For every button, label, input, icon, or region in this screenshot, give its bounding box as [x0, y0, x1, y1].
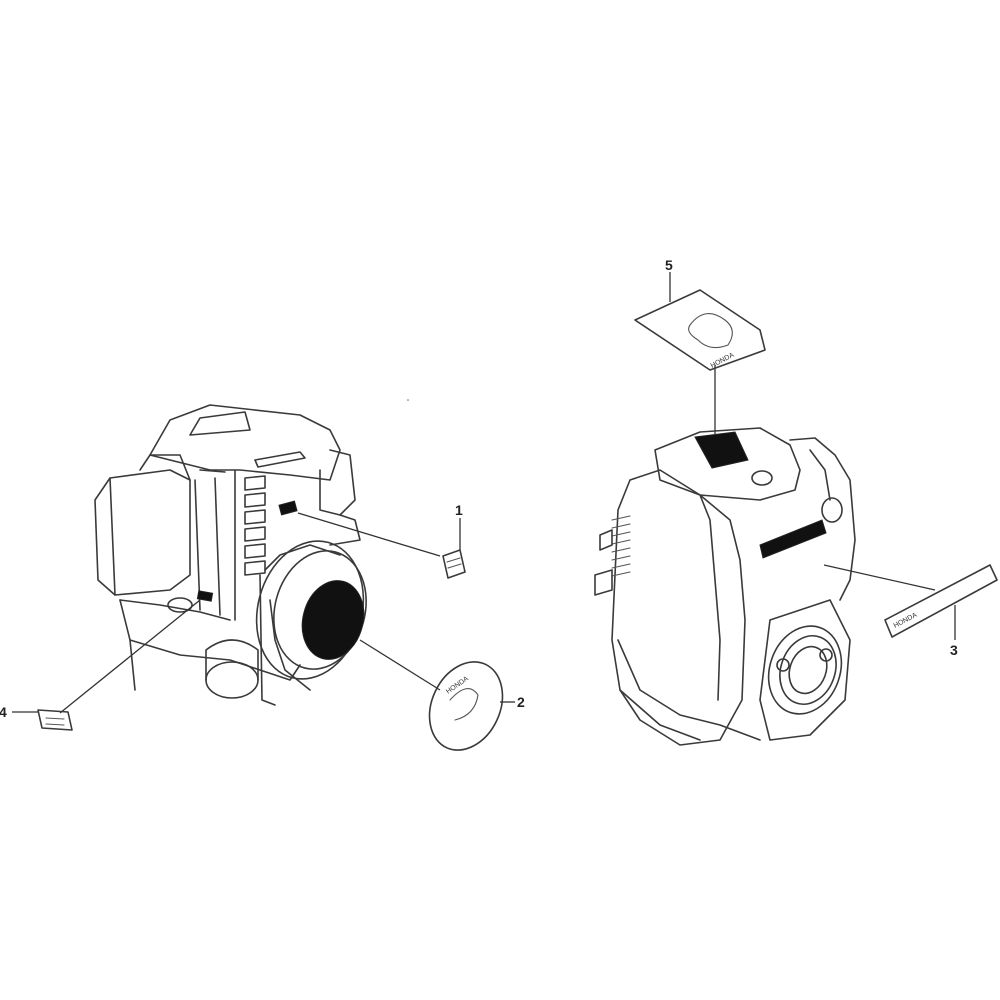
leader-line-2 — [359, 639, 441, 691]
part-5-top-label[interactable]: HONDA — [634, 272, 766, 371]
leader-line-3 — [823, 564, 936, 591]
part-2-emblem[interactable]: HONDA — [416, 650, 517, 762]
callout-1: 1 — [455, 502, 463, 518]
part-1-label[interactable] — [442, 518, 466, 579]
leader-line-4 — [59, 599, 201, 714]
left-engine — [59, 404, 441, 714]
callout-2: 2 — [517, 694, 525, 710]
stray-dot — [407, 399, 409, 401]
part-4-label[interactable] — [12, 709, 73, 731]
part-3-side-label[interactable]: HONDA — [884, 564, 998, 640]
label-4-location — [196, 590, 214, 602]
right-engine — [594, 365, 936, 746]
label-1-location — [278, 500, 298, 516]
starter-cap — [301, 580, 365, 660]
leader-line-1 — [297, 512, 441, 557]
label-5-location — [694, 431, 749, 469]
label-3-location — [759, 519, 827, 559]
svg-text:HONDA: HONDA — [710, 352, 736, 370]
callout-3: 3 — [950, 642, 958, 658]
callout-5: 5 — [665, 257, 673, 273]
callout-4: 4 — [0, 704, 7, 720]
